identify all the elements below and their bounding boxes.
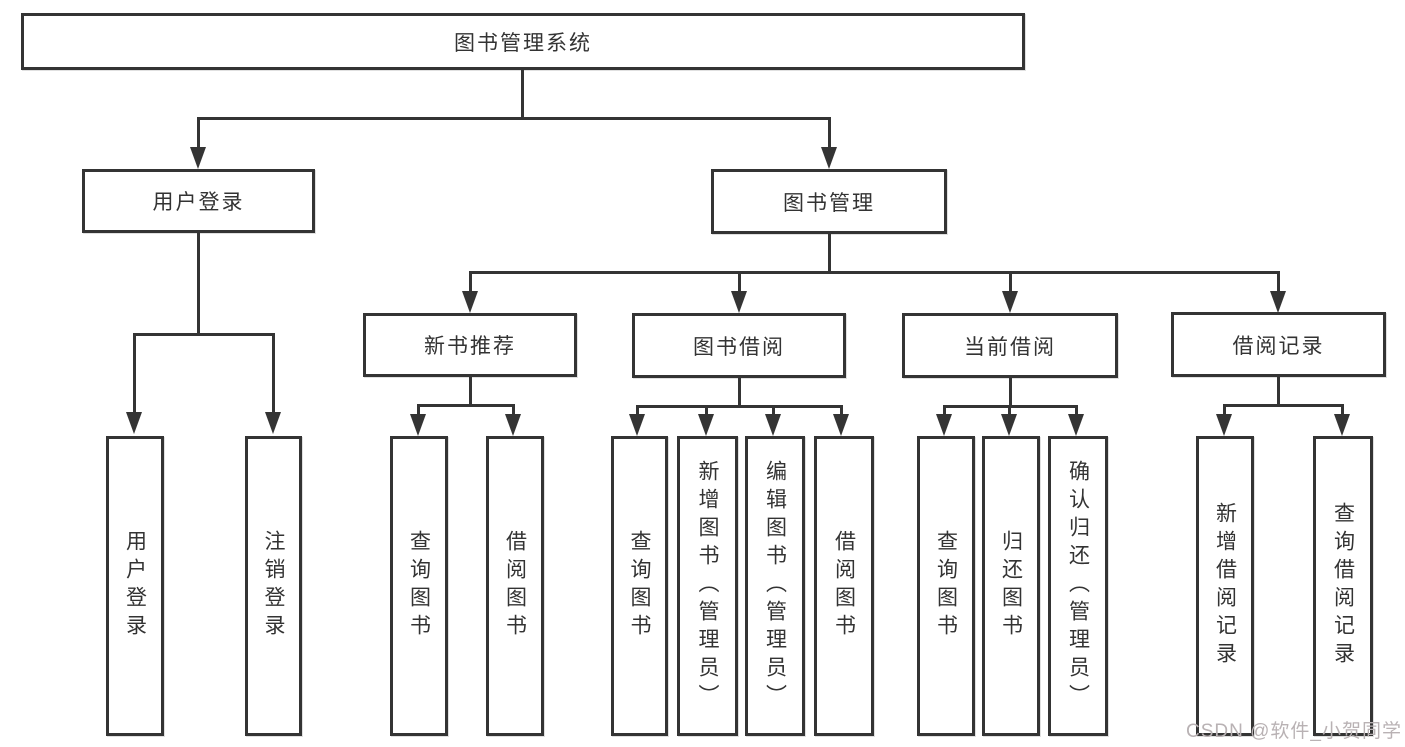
connector-user-login-rail <box>133 333 275 336</box>
arrowhead-leaf-query-recommend <box>410 414 426 436</box>
connector-to-book-borrow <box>738 271 741 293</box>
connector-to-book-management <box>828 117 831 150</box>
connector-new-book-recommend-stem <box>469 377 472 407</box>
leaf-query-borrow-record-label: 查询借阅记录 <box>1331 502 1355 670</box>
connector-to-new-book-recommend <box>469 271 472 293</box>
leaf-confirm-return-admin: 确认归还（管理员） <box>1048 436 1108 736</box>
connector-to-leaf-query-recommend <box>417 404 420 417</box>
arrowhead-leaf-query-current <box>936 414 952 436</box>
leaf-add-books-admin: 新增图书（管理员） <box>677 436 738 736</box>
connector-user-login-stem <box>197 232 200 336</box>
leaf-query-books-current-label: 查询图书 <box>934 530 958 642</box>
connector-to-leaf-add-record <box>1223 404 1226 417</box>
leaf-query-books-recommend: 查询图书 <box>390 436 448 736</box>
connector-to-leaf-query-borrow <box>636 405 639 417</box>
leaf-query-books-borrow-label: 查询图书 <box>628 530 651 642</box>
connector-to-leaf-query-record <box>1341 404 1344 417</box>
connector-book-borrow-rail <box>636 405 843 408</box>
leaf-edit-books-admin-label: 编辑图书（管理员） <box>763 460 787 712</box>
connector-current-borrow-stem <box>1009 378 1012 408</box>
connector-to-leaf-return-books <box>1008 405 1011 417</box>
arrowhead-new-book-recommend <box>462 291 478 313</box>
arrowhead-leaf-edit-books <box>765 414 781 436</box>
leaf-return-books-label: 归还图书 <box>999 530 1023 642</box>
node-user-login-label: 用户登录 <box>152 191 245 214</box>
leaf-add-borrow-record: 新增借阅记录 <box>1196 436 1254 736</box>
leaf-add-borrow-record-label: 新增借阅记录 <box>1213 502 1237 670</box>
node-book-management: 图书管理 <box>711 169 947 234</box>
leaf-query-books-borrow: 查询图书 <box>611 436 668 736</box>
connector-to-leaf-edit-books <box>772 405 775 417</box>
leaf-query-books-current: 查询图书 <box>917 436 975 736</box>
arrowhead-borrow-records <box>1270 291 1286 313</box>
connector-to-leaf-borrow-recommend <box>512 404 515 417</box>
connector-to-leaf-logout <box>272 333 275 415</box>
leaf-query-borrow-record: 查询借阅记录 <box>1313 436 1373 736</box>
arrowhead-leaf-user-login <box>126 412 142 434</box>
arrowhead-book-borrow <box>731 291 747 313</box>
leaf-confirm-return-admin-label: 确认归还（管理员） <box>1066 460 1090 712</box>
arrowhead-leaf-add-record <box>1216 414 1232 436</box>
leaf-borrow-books: 借阅图书 <box>814 436 874 736</box>
arrowhead-leaf-borrow-recommend <box>505 414 521 436</box>
leaf-return-books: 归还图书 <box>982 436 1040 736</box>
connector-to-leaf-query-current <box>943 405 946 417</box>
connector-to-borrow-records <box>1277 271 1280 293</box>
node-library-system: 图书管理系统 <box>21 13 1025 70</box>
node-user-login: 用户登录 <box>82 169 315 233</box>
node-book-borrow: 图书借阅 <box>632 313 846 378</box>
leaf-logout-label: 注销登录 <box>262 530 285 642</box>
arrowhead-leaf-query-borrow <box>629 414 645 436</box>
arrowhead-leaf-add-books <box>698 414 714 436</box>
connector-to-user-login <box>197 117 200 150</box>
leaf-query-books-recommend-label: 查询图书 <box>407 530 431 642</box>
connector-book-borrow-stem <box>738 378 741 408</box>
node-current-borrow: 当前借阅 <box>902 313 1118 378</box>
arrowhead-leaf-logout <box>265 412 281 434</box>
connector-new-book-recommend-rail <box>417 404 515 407</box>
connector-to-leaf-confirm-return <box>1075 405 1078 417</box>
leaf-borrow-books-label: 借阅图书 <box>832 530 856 642</box>
connector-to-leaf-borrow-books <box>840 405 843 417</box>
node-library-system-label: 图书管理系统 <box>454 31 592 55</box>
connector-to-current-borrow <box>1009 271 1012 293</box>
arrowhead-leaf-query-record <box>1334 414 1350 436</box>
arrowhead-leaf-return-books <box>1001 414 1017 436</box>
node-current-borrow-label: 当前借阅 <box>964 335 1056 359</box>
leaf-user-login-label: 用户登录 <box>123 530 147 642</box>
csdn-watermark: CSDN @软件_小贺同学 <box>1186 721 1402 742</box>
arrowhead-leaf-confirm-return <box>1068 414 1084 436</box>
node-book-management-label: 图书管理 <box>783 191 875 215</box>
connector-to-leaf-add-books <box>705 405 708 417</box>
leaf-user-login: 用户登录 <box>106 436 164 736</box>
connector-borrow-records-rail <box>1223 404 1344 407</box>
arrowhead-user-login <box>190 147 206 169</box>
connector-level3-rail <box>469 271 1280 274</box>
connector-level1-rail <box>197 117 831 120</box>
node-borrow-records-label: 借阅记录 <box>1232 334 1325 358</box>
connector-book-management-stem <box>828 233 831 274</box>
leaf-logout: 注销登录 <box>245 436 302 736</box>
leaf-add-books-admin-label: 新增图书（管理员） <box>696 460 719 712</box>
connector-root-stem <box>521 69 524 119</box>
node-borrow-records: 借阅记录 <box>1171 312 1386 377</box>
node-new-book-recommend-label: 新书推荐 <box>424 335 516 358</box>
arrowhead-leaf-borrow-books <box>833 414 849 436</box>
connector-borrow-records-stem <box>1277 377 1280 407</box>
node-new-book-recommend: 新书推荐 <box>363 313 577 377</box>
leaf-borrow-books-recommend-label: 借阅图书 <box>503 530 527 642</box>
arrowhead-current-borrow <box>1002 291 1018 313</box>
leaf-borrow-books-recommend: 借阅图书 <box>486 436 544 736</box>
leaf-edit-books-admin: 编辑图书（管理员） <box>745 436 805 736</box>
arrowhead-book-management <box>821 147 837 169</box>
node-book-borrow-label: 图书借阅 <box>693 335 785 359</box>
connector-to-leaf-user-login <box>133 333 136 415</box>
